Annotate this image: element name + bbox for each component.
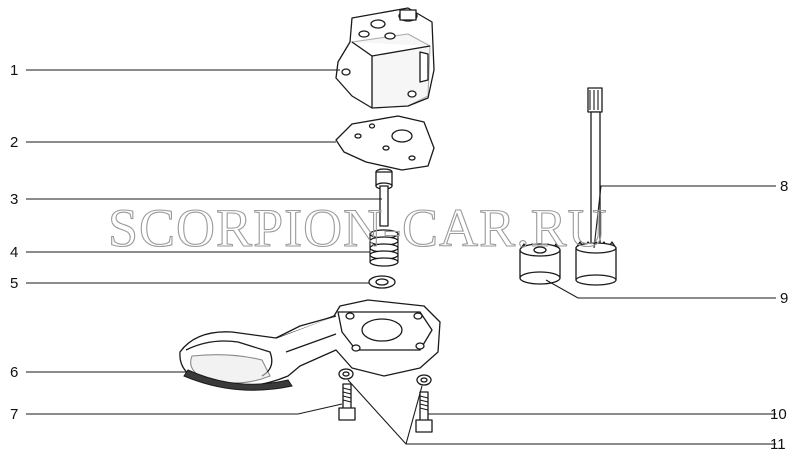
callout-5: 5 — [10, 275, 18, 292]
part-11-washers — [338, 368, 432, 386]
callout-1: 1 — [10, 62, 18, 79]
part-1-pump-cover — [335, 7, 435, 109]
part-10-bolt-right — [415, 391, 433, 433]
part-9-idler-gear — [519, 243, 561, 285]
leader-lines — [26, 69, 776, 445]
callout-labels: 1 2 3 4 5 6 7 8 9 10 11 — [10, 62, 788, 453]
callout-10: 10 — [770, 406, 787, 423]
part-7-bolt-left — [338, 383, 356, 421]
callout-7: 7 — [10, 406, 18, 423]
part-5-washer — [368, 275, 396, 289]
callout-11: 11 — [770, 436, 786, 453]
part-6-oil-pickup — [179, 299, 441, 391]
callout-3: 3 — [10, 191, 18, 208]
callout-4: 4 — [10, 244, 18, 261]
callout-8: 8 — [780, 178, 788, 195]
watermark-text: SCORPION-CAR.RU — [108, 198, 608, 258]
part-2-plate — [335, 115, 435, 171]
callout-2: 2 — [10, 134, 18, 151]
callout-6: 6 — [10, 364, 18, 381]
part-8-drive-shaft — [575, 87, 617, 286]
part-4-spring — [369, 229, 399, 267]
part-3-valve-plunger — [375, 168, 393, 227]
callout-9: 9 — [780, 290, 788, 307]
